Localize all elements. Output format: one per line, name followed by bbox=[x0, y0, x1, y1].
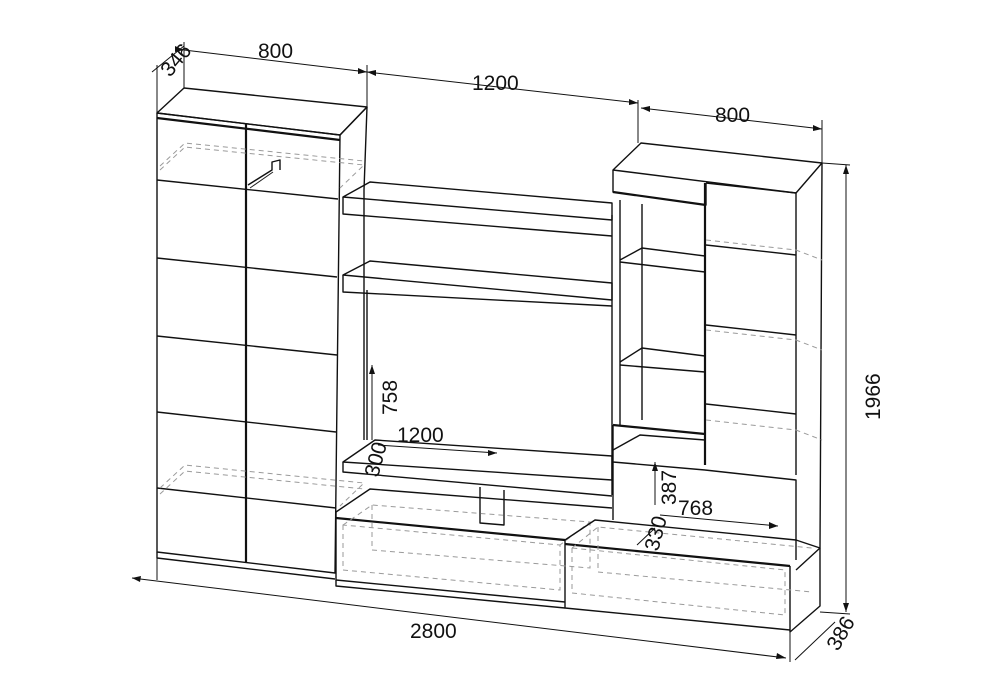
dim-base-depth: 386 bbox=[822, 613, 859, 655]
dim-shelf-depth: 330 bbox=[641, 513, 672, 553]
dim-niche-width: 1200 bbox=[397, 424, 444, 447]
dim-shelf-width: 768 bbox=[678, 497, 713, 520]
middle-tv-section bbox=[335, 181, 613, 603]
dim-shelf-height: 387 bbox=[658, 470, 681, 505]
dim-niche-height: 758 bbox=[379, 380, 402, 415]
dim-total-width: 2800 bbox=[410, 620, 457, 643]
dim-total-height: 1966 bbox=[862, 373, 885, 420]
dimension-lines bbox=[131, 42, 851, 662]
dim-left-width: 800 bbox=[258, 40, 293, 63]
left-wardrobe bbox=[156, 87, 368, 580]
dim-middle-width: 1200 bbox=[472, 72, 519, 95]
dim-left-depth: 346 bbox=[156, 40, 196, 82]
right-wardrobe bbox=[335, 142, 823, 633]
dim-right-width: 800 bbox=[715, 104, 750, 127]
dim-niche-depth: 300 bbox=[361, 439, 392, 479]
